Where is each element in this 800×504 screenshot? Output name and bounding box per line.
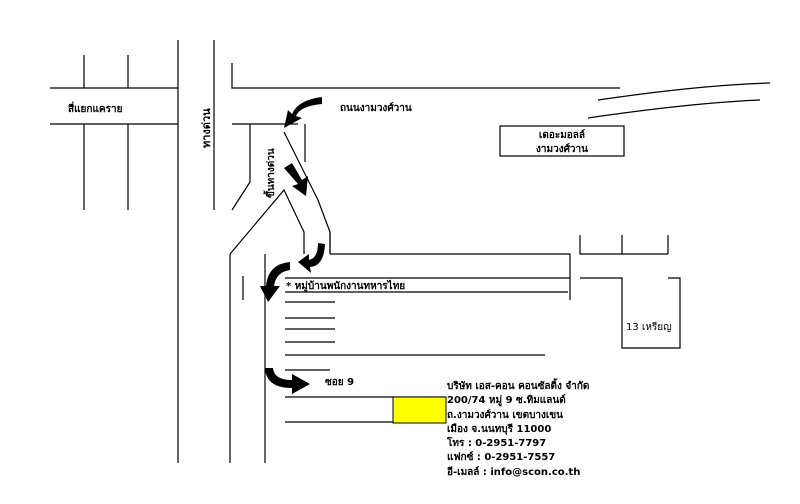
label-khuen-thang-duan: ขึ้นทางด่วน [263, 148, 277, 198]
label-thanon-ngamwongwan: ถนนงามวงศ์วาน [340, 102, 412, 114]
company-address-2: ถ.งามวงศ์วาน เขตบางเขน [447, 409, 564, 421]
inner-road-top [330, 253, 571, 300]
destination-marker [392, 396, 447, 424]
label-thang-duan: ทางด่วน [200, 108, 213, 148]
label-the-mall-1: เดอะมอลล์ [539, 129, 585, 141]
company-fax: แฟกซ์ : 0-2951-7557 [447, 452, 556, 464]
company-address-3: เมือง จ.นนทบุรี 11000 [447, 423, 552, 435]
label-sri-yaek-khae-rai: สี่แยกแคราย [68, 101, 123, 115]
ngamwongwan-top-edge [231, 63, 620, 89]
route-arrows [260, 97, 325, 394]
arrow-3-icon [298, 243, 325, 273]
ramp-triangle [229, 188, 305, 255]
the-mall-box [499, 125, 625, 157]
village-small-2 [285, 328, 335, 343]
company-email[interactable]: อี-เมลล์ : info@scon.co.th [447, 466, 581, 478]
company-address-1: 200/74 หมู่ 9 ซ.ทิมแลนด์ [447, 395, 566, 407]
arrow-5-icon [265, 368, 310, 394]
ramp-left-diag [231, 181, 251, 211]
company-info: บริษัท เอส-คอน คอนซัลติ้ง จำกัด 200/74 ห… [447, 380, 647, 480]
arrow-1-icon [284, 97, 322, 128]
arrow-2-icon [284, 163, 308, 196]
company-name: บริษัท เอส-คอน คอนซัลติ้ง จำกัด [447, 381, 590, 392]
ngamwongwan-road [231, 63, 771, 162]
village-road [285, 277, 570, 293]
label-pharmacy: 13 เหรียญ [626, 321, 672, 333]
village-road-long [285, 354, 545, 371]
village-small-1 [285, 301, 335, 319]
label-soi-9: ซอย 9 [325, 377, 354, 388]
village-grid [242, 232, 681, 423]
right-block-1 [579, 235, 668, 255]
curve-road-1 [597, 82, 771, 101]
left-roads [50, 40, 215, 463]
label-the-mall-2: งามวงศ์วาน [536, 143, 588, 155]
right-block-2 [621, 235, 669, 254]
label-village: * หมู่บ้านพนักงานทหารไทย [286, 279, 405, 293]
curve-road-2 [587, 99, 761, 119]
arrow-4-icon [260, 262, 290, 302]
right-block-3 [580, 277, 681, 349]
company-phone: โทร : 0-2951-7797 [447, 438, 547, 450]
ramp-right-diag-1 [283, 131, 331, 254]
